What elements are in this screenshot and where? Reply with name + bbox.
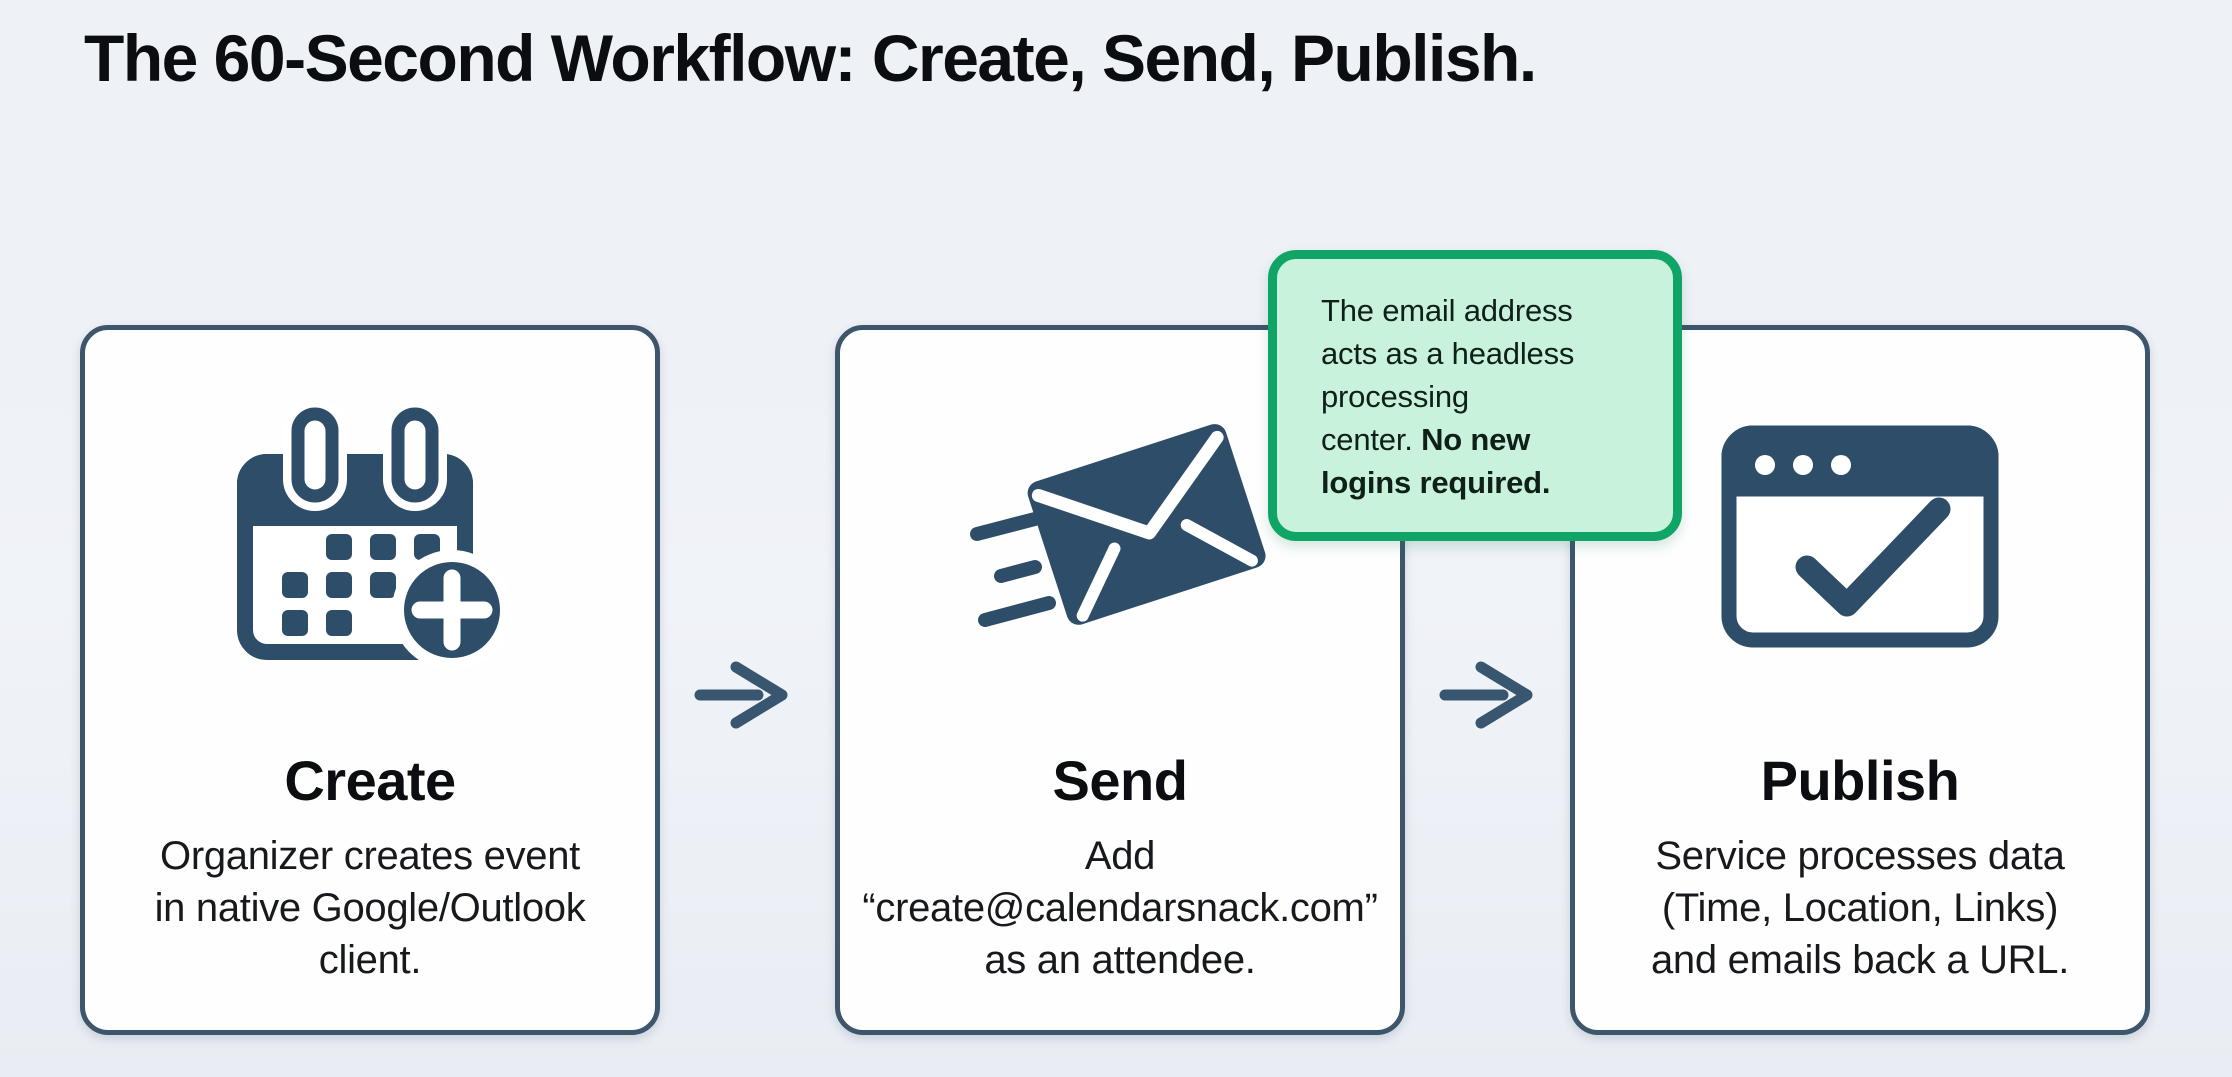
- step-description: Service processes data (Time, Location, …: [1650, 834, 2070, 982]
- arrow-right-icon: [1437, 657, 1539, 733]
- callout-note: The email address acts as a headless pro…: [1268, 250, 1682, 541]
- envelope-send-icon: [955, 386, 1285, 686]
- callout-text: The email address acts as a headless pro…: [1321, 289, 1635, 504]
- calendar-plus-icon: [220, 386, 520, 686]
- step-title: Send: [1052, 749, 1188, 812]
- page-title: The 60-Second Workflow: Create, Send, Pu…: [84, 21, 1537, 95]
- step-title: Create: [284, 749, 456, 812]
- arrow-right-icon: [692, 657, 794, 733]
- step-title: Publish: [1760, 749, 1960, 812]
- callout-text-bold: No new logins required.: [1321, 422, 1551, 500]
- step-description: Organizer creates event in native Google…: [154, 834, 586, 982]
- step-description: Add “create@calendarsnack.com” as an att…: [862, 834, 1378, 982]
- step-card-create: Create Organizer creates event in native…: [80, 325, 660, 1035]
- browser-check-icon: [1715, 386, 2005, 686]
- callout-text-normal: The email address acts as a headless pro…: [1321, 293, 1575, 457]
